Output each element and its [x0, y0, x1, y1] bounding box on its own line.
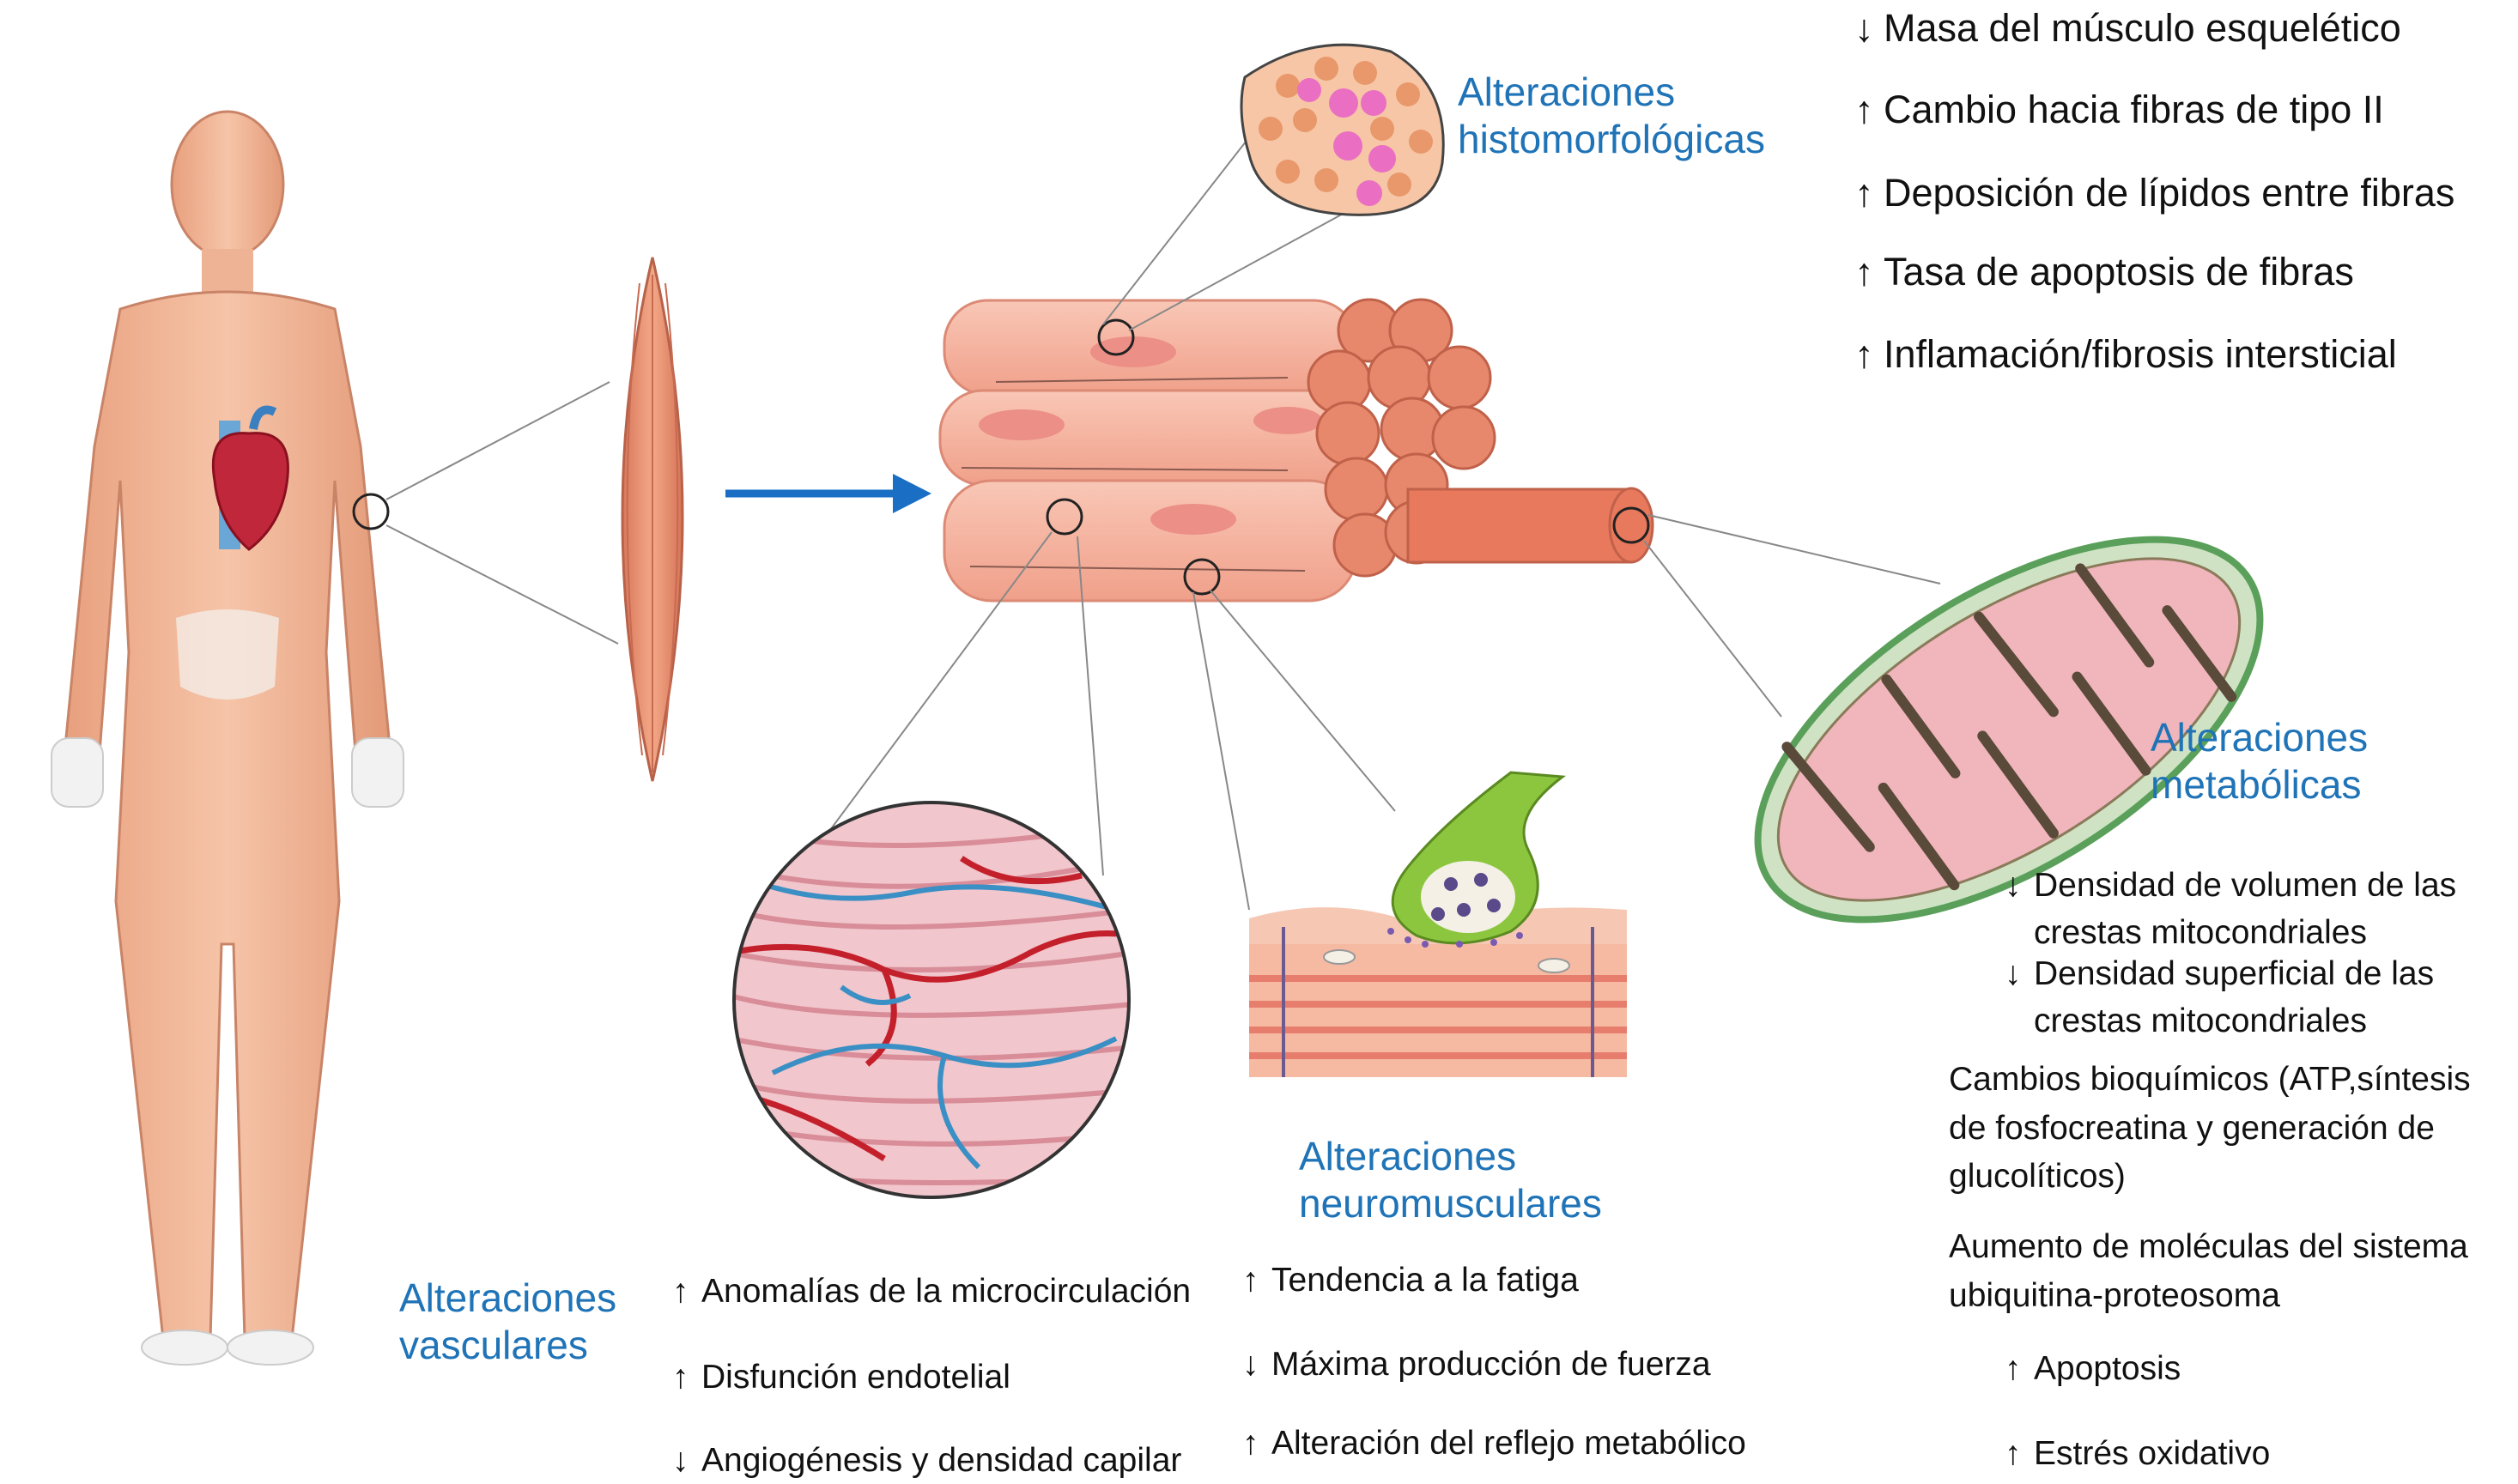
- vasc-item: ↑ Disfunción endotelial: [672, 1359, 1010, 1396]
- histo-text: Deposición de lípidos entre fibras: [1884, 171, 2455, 215]
- meta-item: ↑ Apoptosis: [2005, 1350, 2181, 1388]
- histology-cross-section: [1240, 43, 1445, 216]
- meta-text: Estrés oxidativo: [2034, 1435, 2271, 1472]
- histo-text: Tasa de apoptosis de fibras: [1884, 250, 2354, 294]
- meta-text: Cambios bioquímicos (ATP,síntesis: [1949, 1061, 2471, 1098]
- neuro-item: ↑ Tendencia a la fatiga: [1242, 1262, 1579, 1299]
- histo-item: ↑Inflamación/fibrosis intersticial: [1854, 332, 2397, 376]
- arrow-icon: ↑: [1242, 1425, 1259, 1462]
- histo-text: Inflamación/fibrosis intersticial: [1884, 332, 2397, 376]
- vasc-text: Angiogénesis y densidad capilar: [701, 1442, 1182, 1479]
- arrow-icon: ↓: [1242, 1346, 1259, 1383]
- histo-item: ↑Tasa de apoptosis de fibras: [1854, 250, 2354, 294]
- neuro-item: ↑ Alteración del reflejo metabólico: [1242, 1425, 1746, 1463]
- meta-text: ubiquitina-proteosoma: [1949, 1276, 2280, 1314]
- vasc-text: Anomalías de la microcirculación: [701, 1273, 1192, 1310]
- label-line: Alteraciones: [2151, 715, 2369, 760]
- label-histomorfologicas: Alteraciones histomorfológicas: [1458, 69, 1765, 163]
- neuromuscular-junction: [1249, 771, 1627, 1077]
- muscle-fiber-bundle: [938, 298, 1654, 603]
- arrow-icon: ↑: [2005, 1350, 2022, 1387]
- histo-text: Masa del músculo esquelético: [1884, 6, 2401, 50]
- histo-item: ↑Deposición de lípidos entre fibras: [1854, 171, 2455, 215]
- arrow-icon: ↑: [1854, 250, 1874, 294]
- meta-item: ↓ Densidad de volumen de las crestas mito…: [2005, 863, 2456, 956]
- meta-item: ↑ Estrés oxidativo: [2005, 1435, 2270, 1473]
- label-line: vasculares: [399, 1323, 588, 1368]
- meta-ubiquitin: Aumento de moléculas del sistema ubiquit…: [1949, 1223, 2468, 1320]
- meta-text: crestas mitocondriales: [2034, 913, 2367, 951]
- arrow-icon: ↓: [2005, 955, 2022, 992]
- arrow-icon: ↑: [1854, 171, 1874, 215]
- vasc-item: ↑ Anomalías de la microcirculación: [672, 1273, 1191, 1311]
- meta-text: de fosfocreatina y generación de: [1949, 1109, 2435, 1147]
- label-line: Alteraciones: [1458, 70, 1676, 114]
- neuro-text: Tendencia a la fatiga: [1271, 1262, 1579, 1299]
- arrow-icon: ↑: [1242, 1262, 1259, 1299]
- arrow-icon: ↓: [1854, 6, 1874, 50]
- meta-text: Apoptosis: [2034, 1350, 2181, 1387]
- neuro-text: Máxima producción de fuerza: [1271, 1346, 1711, 1383]
- arrow-icon: ↓: [672, 1442, 689, 1479]
- meta-text: Densidad de volumen de las: [2034, 867, 2457, 904]
- arrow-icon: ↑: [1854, 332, 1874, 376]
- label-line: Alteraciones: [1299, 1134, 1517, 1178]
- mitochondrion: [1754, 536, 2264, 924]
- label-vasculares: Alteraciones vasculares: [399, 1275, 616, 1369]
- neuro-item: ↓ Máxima producción de fuerza: [1242, 1346, 1711, 1384]
- label-line: histomorfológicas: [1458, 117, 1765, 162]
- capillary-network: [732, 801, 1131, 1199]
- histo-text: Cambio hacia fibras de tipo II: [1884, 88, 2384, 131]
- vasc-text: Disfunción endotelial: [701, 1359, 1010, 1396]
- meta-text: crestas mitocondriales: [2034, 1002, 2367, 1039]
- meta-text: Aumento de moléculas del sistema: [1949, 1228, 2468, 1265]
- arrow-icon: ↑: [2005, 1435, 2022, 1472]
- human-anatomy-figure: [51, 110, 404, 1366]
- arrow-icon: ↓: [2005, 867, 2022, 904]
- meta-text: Densidad superficial de las: [2034, 955, 2435, 992]
- meta-biochem: Cambios bioquímicos (ATP,síntesis de fos…: [1949, 1056, 2471, 1202]
- meta-item: ↓ Densidad superficial de las crestas mit…: [2005, 951, 2434, 1045]
- label-neuromusculares: Alteraciones neuromusculares: [1299, 1133, 1602, 1227]
- arrow-icon: ↑: [672, 1273, 689, 1310]
- arrow-icon: ↑: [1854, 88, 1874, 131]
- histo-item: ↓Masa del músculo esquelético: [1854, 6, 2401, 50]
- blue-arrow: [725, 474, 931, 513]
- vasc-item: ↓ Angiogénesis y densidad capilar: [672, 1442, 1181, 1480]
- label-line: neuromusculares: [1299, 1181, 1602, 1227]
- heart-icon: [211, 405, 289, 551]
- label-line: Alteraciones: [399, 1275, 617, 1320]
- neuro-text: Alteración del reflejo metabólico: [1271, 1425, 1746, 1462]
- label-metabolicas: Alteraciones metabólicas: [2151, 714, 2368, 809]
- histo-item: ↑Cambio hacia fibras de tipo II: [1854, 88, 2384, 131]
- whole-muscle: [621, 257, 684, 782]
- meta-text: glucolíticos): [1949, 1158, 2126, 1196]
- arrow-icon: ↑: [672, 1359, 689, 1396]
- label-line: metabólicas: [2151, 762, 2362, 808]
